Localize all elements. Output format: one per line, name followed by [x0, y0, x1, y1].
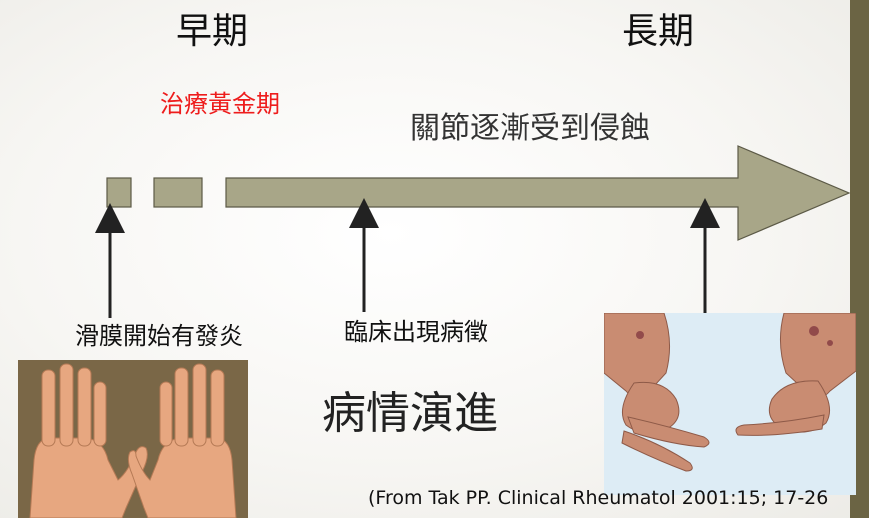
- early-stage-label: 早期: [176, 14, 248, 50]
- early-hands-photo: [18, 360, 248, 518]
- golden-treatment-period-label: 治療黃金期: [160, 92, 280, 116]
- clinical-signs-label: 臨床出現病徵: [344, 320, 488, 344]
- joint-erosion-label: 關節逐漸受到侵蝕: [410, 114, 650, 144]
- late-stage-label: 長期: [622, 14, 694, 50]
- synovitis-onset-label: 滑膜開始有發炎: [75, 324, 243, 348]
- late-hands-photo: [604, 313, 856, 495]
- disease-progression-label: 病情演進: [322, 392, 498, 436]
- timeline-segment-2: [154, 178, 202, 207]
- citation-text: (From Tak PP. Clinical Rheumatol 2001:15…: [368, 489, 828, 508]
- timeline-segment-1: [107, 178, 131, 207]
- timeline-main-arrow: [226, 146, 849, 240]
